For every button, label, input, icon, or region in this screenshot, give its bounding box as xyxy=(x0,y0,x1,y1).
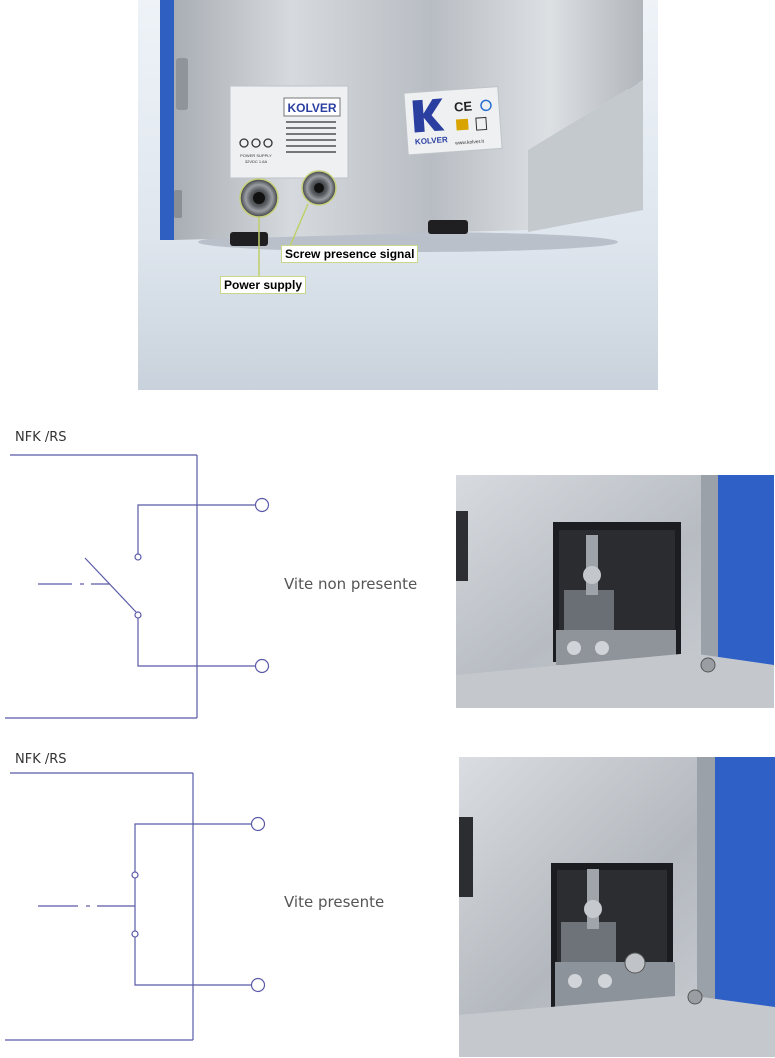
label-ce-mark: CE xyxy=(453,98,472,114)
label-brand-left: KOLVER xyxy=(287,101,336,115)
schematic-screw-absent: NFK /RS xyxy=(0,430,290,720)
schematic-title: NFK /RS xyxy=(15,752,67,767)
label-power-text-2: 32VDC 1.6A xyxy=(245,159,268,164)
label-brand-right: KOLVER xyxy=(415,135,449,146)
schematic-title: NFK /RS xyxy=(15,430,67,445)
controller-rear-photo: KOLVER POWER SUPPLY 32VDC 1.6A KOLVER CE… xyxy=(138,0,658,390)
state-label-screw-absent: Vite non presente xyxy=(284,575,418,593)
callout-screw-presence-signal: Screw presence signal xyxy=(281,245,419,263)
callout-power-supply: Power supply xyxy=(220,276,307,294)
sensor-photo-screw-present xyxy=(459,757,775,1057)
state-label-screw-present: Vite presente xyxy=(284,893,385,911)
label-power-text-1: POWER SUPPLY xyxy=(240,153,272,158)
schematic-screw-present: NFK /RS xyxy=(0,752,290,1042)
schematic-diagram-open xyxy=(5,454,270,719)
label-website: www.kolver.it xyxy=(455,139,485,147)
schematic-diagram-closed xyxy=(5,772,266,1041)
sensor-photo-screw-absent xyxy=(456,475,774,708)
